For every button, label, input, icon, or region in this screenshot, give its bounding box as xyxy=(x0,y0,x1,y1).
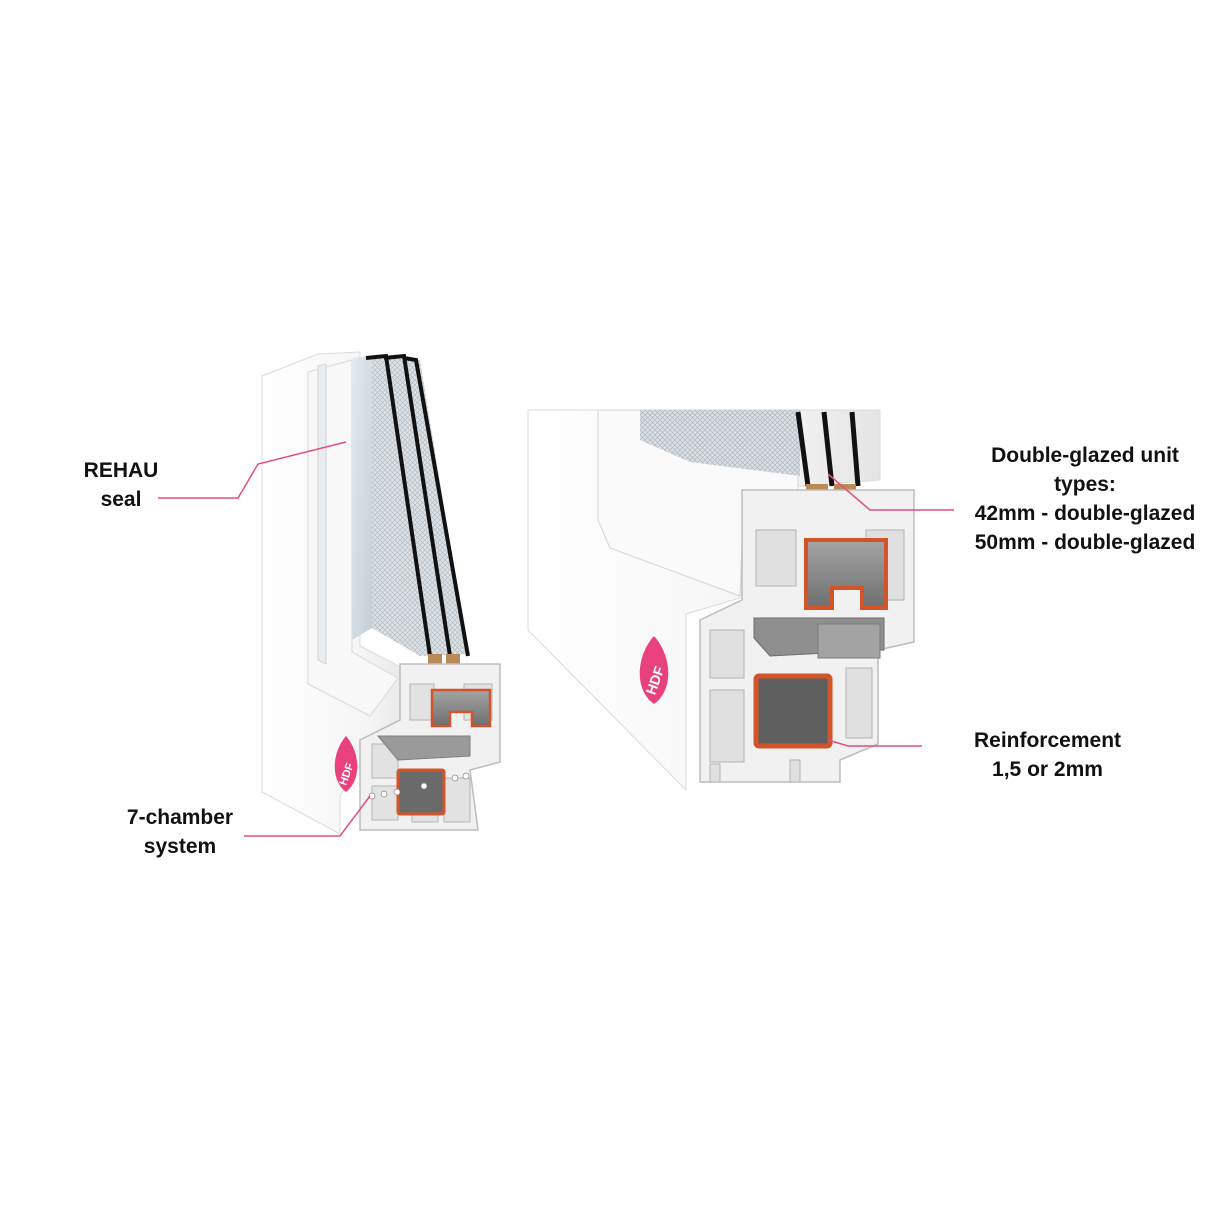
callout-text-line: Double-glazed unit xyxy=(991,444,1179,467)
left-glass-pane xyxy=(352,356,372,640)
right-hdf-logo-icon: HDF xyxy=(639,636,669,704)
callout-rehau-seal: REHAU seal xyxy=(60,456,182,514)
callout-text-line: system xyxy=(143,835,217,858)
callout-chamber-system: 7-chamber system xyxy=(100,803,260,861)
left-hdf-logo-icon: HDF xyxy=(334,736,358,792)
callout-text-line: seal xyxy=(100,488,142,511)
callout-text-line: 50mm - double-glazed xyxy=(974,531,1196,554)
callout-reinforcement: Reinforcement 1,5 or 2mm xyxy=(945,726,1150,784)
left-profile-section: HDF xyxy=(261,351,501,835)
leader-line-rehau-seal xyxy=(158,441,347,499)
right-profile-section: HDF xyxy=(527,409,915,792)
callout-text-line: Reinforcement xyxy=(973,729,1122,752)
leader-line-reinforcement xyxy=(827,739,922,747)
callout-text-line: types: xyxy=(1054,473,1116,496)
callout-text-line: 42mm - double-glazed xyxy=(974,502,1196,525)
callout-text-line: REHAU xyxy=(83,459,159,482)
leader-line-chamber-system xyxy=(244,795,371,837)
leader-line-double-glazed xyxy=(827,473,954,511)
callout-text-line: 1,5 or 2mm xyxy=(992,758,1103,781)
callout-text-line: 7-chamber xyxy=(126,806,234,829)
callout-double-glazed-unit: Double-glazed unit types: 42mm - double-… xyxy=(950,441,1220,557)
